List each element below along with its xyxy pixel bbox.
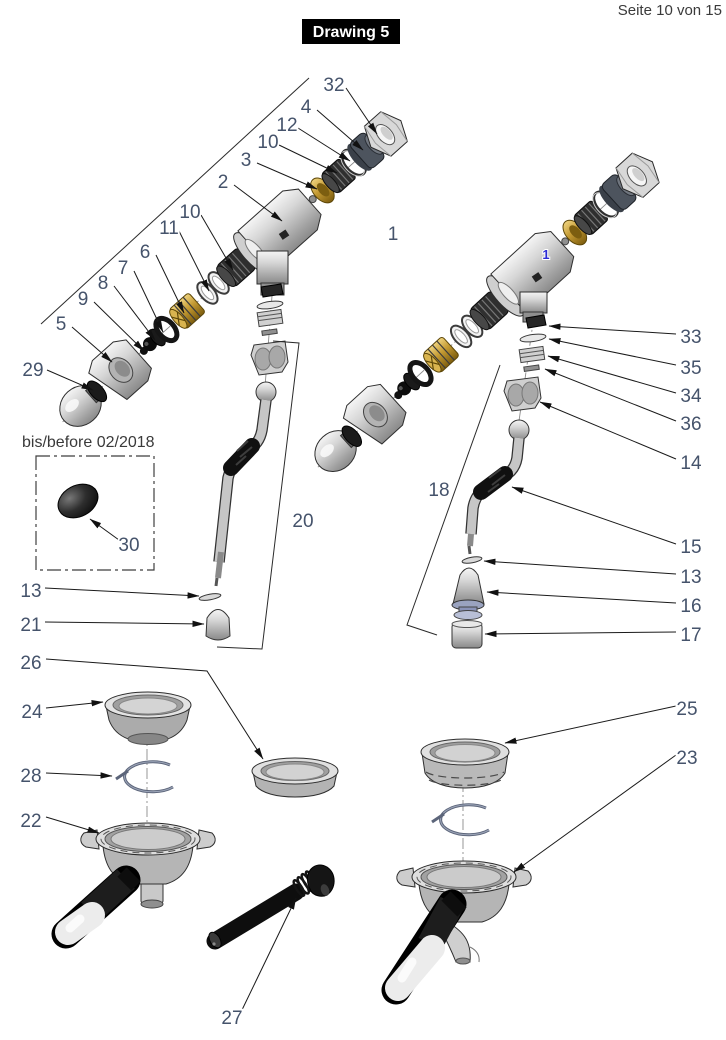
- outlet-stack-right: [503, 314, 547, 429]
- spare-handle: [206, 864, 335, 950]
- callout-26: 26: [20, 653, 41, 674]
- filter-basket-right: [420, 738, 510, 789]
- left-valve-axis: [45, 101, 418, 441]
- callout-4: 4: [301, 97, 312, 118]
- wand-nut: [250, 340, 289, 376]
- callout-2: 2: [218, 172, 229, 193]
- callout-15: 15: [680, 537, 701, 558]
- filter-basket-deep: [104, 691, 192, 745]
- filter-basket-shallow: [251, 757, 339, 798]
- bracket-18: [406, 364, 501, 636]
- callout-8: 8: [98, 273, 109, 294]
- portafilter-single: [51, 822, 216, 949]
- callout-13-right: 13: [680, 567, 701, 588]
- callout-20: 20: [292, 511, 313, 532]
- callout-7: 7: [118, 258, 129, 279]
- callout-17: 17: [680, 625, 701, 646]
- steam-wand-right: [465, 419, 530, 555]
- callout-1: 1: [388, 224, 399, 245]
- callout-21: 21: [20, 615, 41, 636]
- callout-22: 22: [20, 811, 41, 832]
- tip-cap: [451, 620, 483, 649]
- right-valve-axis: [300, 143, 670, 487]
- leader-lines: [40, 77, 677, 1013]
- steam-wand-left: [213, 381, 277, 587]
- dash-dot-frame: [35, 455, 155, 571]
- basket-spring-clip: [115, 760, 174, 794]
- callout-16: 16: [680, 596, 701, 617]
- header: Seite 10 von 15 Drawing 5 bis/before 02/…: [22, 2, 722, 451]
- bracket-20: [216, 340, 300, 650]
- wand-tip-left: [205, 609, 231, 641]
- left-valve-assembly: [45, 101, 418, 641]
- callout-10-upper: 10: [257, 132, 278, 153]
- callout-1-body-highlight: 1: [542, 247, 549, 262]
- callout-14: 14: [680, 453, 702, 474]
- gasket-square: [525, 314, 547, 329]
- callout-34: 34: [680, 386, 702, 407]
- portafilter-handle: [51, 865, 141, 949]
- slotted-sleeve: [518, 345, 546, 364]
- thin-washer: [256, 300, 284, 310]
- outlet-stack-left: [250, 283, 289, 401]
- callout-5: 5: [56, 314, 67, 335]
- callout-11: 11: [159, 218, 179, 239]
- callout-12: 12: [276, 115, 297, 136]
- wand-tip-cone: [451, 567, 485, 620]
- callout-23: 23: [676, 748, 697, 769]
- right-valve-assembly: [300, 143, 670, 649]
- right-portafilter-group: [381, 738, 532, 1005]
- tip-washer-left: [198, 593, 222, 601]
- small-pin: [261, 328, 278, 337]
- old-knob-egg: [57, 483, 99, 519]
- callout-25: 25: [676, 699, 697, 720]
- callout-9: 9: [78, 289, 89, 310]
- callout-27: 27: [221, 1008, 242, 1029]
- callout-3: 3: [241, 150, 252, 171]
- callout-30: 30: [118, 535, 139, 556]
- callout-36: 36: [680, 414, 701, 435]
- callout-35: 35: [680, 358, 701, 379]
- thin-washer: [519, 333, 547, 343]
- validity-note: bis/before 02/2018: [22, 434, 155, 451]
- callout-10-lower: 10: [179, 202, 200, 223]
- tip-washer-right: [461, 556, 483, 564]
- gasket-square: [260, 283, 284, 298]
- portafilter-double: [381, 860, 532, 1005]
- callout-28: 28: [20, 766, 41, 787]
- callout-24: 24: [21, 702, 43, 723]
- callout-29: 29: [22, 360, 43, 381]
- callout-18: 18: [428, 480, 449, 501]
- before-2018-box: [35, 455, 155, 571]
- handle-elbow-cap: [307, 864, 335, 897]
- callout-13-left: 13: [20, 581, 41, 602]
- drawing-title: Drawing 5: [313, 24, 390, 41]
- slotted-sleeve: [256, 308, 284, 328]
- callout-labels: 32 4 12 10 3 2 10 11 6 7 8 9 5 29 30 13 …: [19, 73, 704, 1031]
- left-portafilter-group: [51, 691, 339, 949]
- callout-6: 6: [140, 242, 151, 263]
- basket-spring-clip-right: [431, 803, 490, 837]
- callout-33: 33: [680, 327, 701, 348]
- page-indicator: Seite 10 von 15: [618, 2, 722, 19]
- drawing-title-box: [302, 19, 400, 44]
- portafilter-handle-right: [381, 889, 467, 1005]
- callout-32: 32: [323, 75, 344, 96]
- wand-nut: [503, 376, 542, 412]
- callout-alignment-line: [40, 77, 310, 325]
- small-pin: [523, 364, 540, 373]
